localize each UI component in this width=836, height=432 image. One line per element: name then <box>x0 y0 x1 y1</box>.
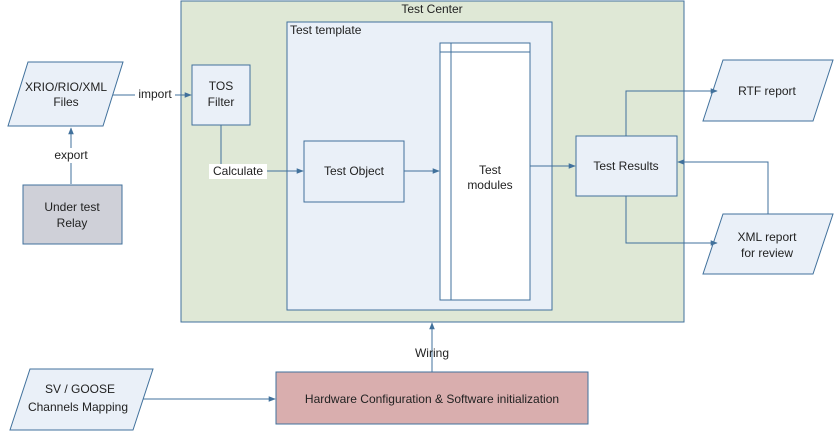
hardware-config-label: Hardware Configuration & Software initia… <box>305 392 559 406</box>
sv-goose-label-line1: SV / GOOSE <box>45 382 115 396</box>
sv-goose-label-line2: Channels Mapping <box>28 400 128 414</box>
relay-label-line1: Under test <box>44 200 100 214</box>
calculate-label: Calculate <box>213 164 263 178</box>
wiring-label: Wiring <box>415 346 449 360</box>
sv-goose-parallelogram: SV / GOOSE Channels Mapping <box>9 368 154 431</box>
xml-report-label-line2: for review <box>741 246 793 260</box>
calculate-label-bg <box>209 164 267 179</box>
test-results-label: Test Results <box>593 159 658 173</box>
tos-filter-box: TOS Filter <box>191 64 251 126</box>
tos-filter-label-line1: TOS <box>209 79 233 93</box>
tos-filter-label-line2: Filter <box>208 95 235 109</box>
test-object-box: Test Object <box>303 140 405 203</box>
test-modules-box: Test modules <box>439 42 531 301</box>
xrio-files-label-line2: Files <box>53 95 78 109</box>
test-modules-label-line2: modules <box>467 178 512 192</box>
under-test-relay-box: Under test Relay <box>22 184 123 245</box>
xml-report-parallelogram: XML report for review <box>702 213 834 275</box>
test-center-title: Test Center <box>401 2 462 16</box>
results-to-rtf-arrow <box>625 88 718 136</box>
test-results-box: Test Results <box>575 135 678 197</box>
rtf-report-label: RTF report <box>738 84 796 98</box>
xrio-files-parallelogram: XRIO/RIO/XML Files <box>7 61 124 127</box>
results-to-xml-arrow <box>625 196 718 246</box>
rtf-report-parallelogram: RTF report <box>702 59 834 122</box>
xrio-files-label-line1: XRIO/RIO/XML <box>25 80 107 94</box>
import-label: import <box>138 87 172 101</box>
hardware-config-box: Hardware Configuration & Software initia… <box>275 371 589 425</box>
export-label-bg <box>50 148 92 163</box>
test-modules-label-line1: Test <box>479 163 502 177</box>
relay-label-line2: Relay <box>57 216 88 230</box>
xml-to-results-arrow <box>677 159 769 214</box>
xml-report-label-line1: XML report <box>738 230 798 244</box>
export-label: export <box>54 148 88 162</box>
test-template-title: Test template <box>290 23 362 37</box>
import-label-bg <box>135 87 175 102</box>
test-object-label: Test Object <box>324 164 385 178</box>
